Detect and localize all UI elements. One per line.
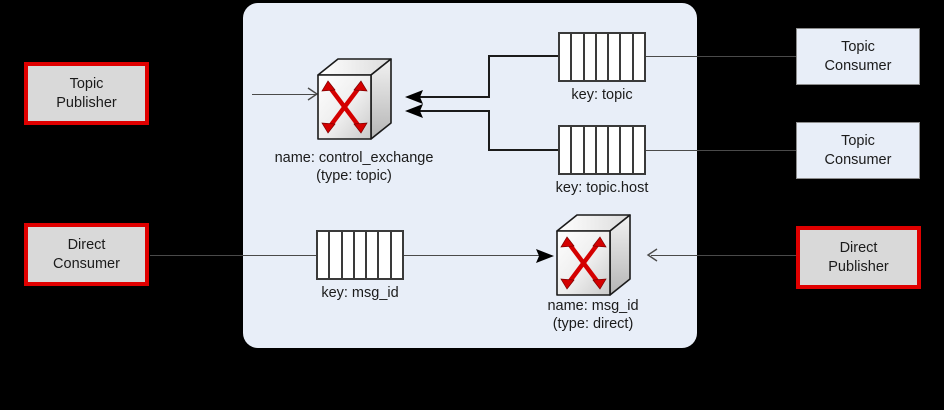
connector-queue-topic-v	[488, 55, 490, 98]
connector-direct-consumer-to-queue-msg-id	[150, 255, 320, 256]
direct-publisher-line2: Publisher	[828, 258, 889, 275]
direct-publisher-box[interactable]: Direct Publisher	[796, 226, 921, 289]
topic-publisher-box[interactable]: Topic Publisher	[24, 62, 149, 125]
arrowhead-filled-right-to-msg-id-exchange	[536, 249, 554, 263]
connector-topic-publisher-to-control-exchange	[252, 94, 316, 95]
queue-msg-id-label: key: msg_id	[280, 284, 440, 302]
control-exchange-icon-group	[313, 57, 395, 147]
queue-cell	[355, 232, 368, 278]
queue-cell	[560, 127, 573, 173]
queue-cell	[343, 232, 355, 278]
control-exchange-label: name: control_exchange (type: topic)	[253, 149, 455, 186]
queue-cell	[597, 34, 610, 80]
queue-cell	[609, 127, 622, 173]
exchange-cube-icon	[556, 214, 631, 296]
connector-queue-msg-id-to-msg-id-exchange	[403, 255, 543, 256]
queue-cell	[621, 127, 634, 173]
msg-id-exchange-name: name: msg_id	[547, 298, 639, 314]
direct-consumer-box[interactable]: Direct Consumer	[24, 223, 149, 286]
queue-topic-icon	[558, 32, 646, 82]
queue-msg-id-label-text: key: msg_id	[321, 285, 399, 301]
connector-queue-topic-to-topic-consumer-1	[644, 56, 798, 57]
connector-queue-topic-h	[420, 96, 490, 98]
arrowhead-open-right-to-control-exchange	[307, 87, 319, 101]
queue-topic-label: key: topic	[522, 86, 682, 104]
queue-cell	[597, 127, 610, 173]
arrowhead-filled-left-queue-topic	[405, 90, 423, 104]
queue-topic-host-label-text: key: topic.host	[555, 180, 649, 196]
queue-cell	[392, 232, 402, 278]
topic-consumer-2-box[interactable]: Topic Consumer	[796, 122, 920, 179]
queue-cell	[634, 34, 644, 80]
queue-cell	[330, 232, 343, 278]
connector-direct-publisher-to-msg-id-exchange	[651, 255, 797, 256]
queue-msg-id-icon	[316, 230, 404, 280]
connector-queue-topic-top	[488, 55, 560, 57]
queue-topic-host-icon	[558, 125, 646, 175]
queue-cell	[572, 127, 585, 173]
msg-id-exchange-type: (type: direct)	[552, 316, 634, 333]
arrowhead-filled-left-queue-topic-host	[405, 104, 423, 118]
topic-publisher-line2: Publisher	[56, 94, 117, 111]
arrowhead-open-left-to-msg-id-exchange	[646, 248, 658, 262]
connector-queue-topic-host-v	[488, 110, 490, 151]
connector-queue-topic-host-to-topic-consumer-2	[644, 150, 798, 151]
queue-cell	[585, 34, 597, 80]
topic-consumer-2-line2: Consumer	[824, 151, 892, 168]
direct-consumer-line2: Consumer	[53, 255, 120, 272]
queue-cell	[560, 34, 573, 80]
queue-cell	[367, 232, 380, 278]
connector-queue-topic-host-bottom	[488, 149, 560, 151]
msg-id-exchange-label: name: msg_id (type: direct)	[492, 297, 694, 334]
topic-consumer-1-line2: Consumer	[824, 57, 892, 74]
queue-topic-host-label: key: topic.host	[522, 179, 682, 197]
connector-queue-topic-host-h	[420, 110, 490, 112]
exchange-cube-icon	[317, 58, 392, 140]
queue-cell	[318, 232, 331, 278]
topic-publisher-line1: Topic	[69, 75, 104, 92]
queue-cell	[585, 127, 597, 173]
queue-cell	[621, 34, 634, 80]
queue-topic-label-text: key: topic	[571, 87, 633, 103]
queue-cell	[572, 34, 585, 80]
direct-consumer-line1: Direct	[67, 236, 106, 253]
topic-consumer-2-line1: Topic	[841, 132, 875, 149]
queue-cell	[634, 127, 644, 173]
control-exchange-type: (type: topic)	[316, 168, 392, 185]
queue-cell	[379, 232, 392, 278]
direct-publisher-line1: Direct	[839, 239, 878, 256]
control-exchange-name: name: control_exchange	[274, 150, 434, 166]
topic-consumer-1-line1: Topic	[841, 38, 875, 55]
msg-id-exchange-icon-group	[552, 213, 634, 303]
topic-consumer-1-box[interactable]: Topic Consumer	[796, 28, 920, 85]
queue-cell	[609, 34, 622, 80]
